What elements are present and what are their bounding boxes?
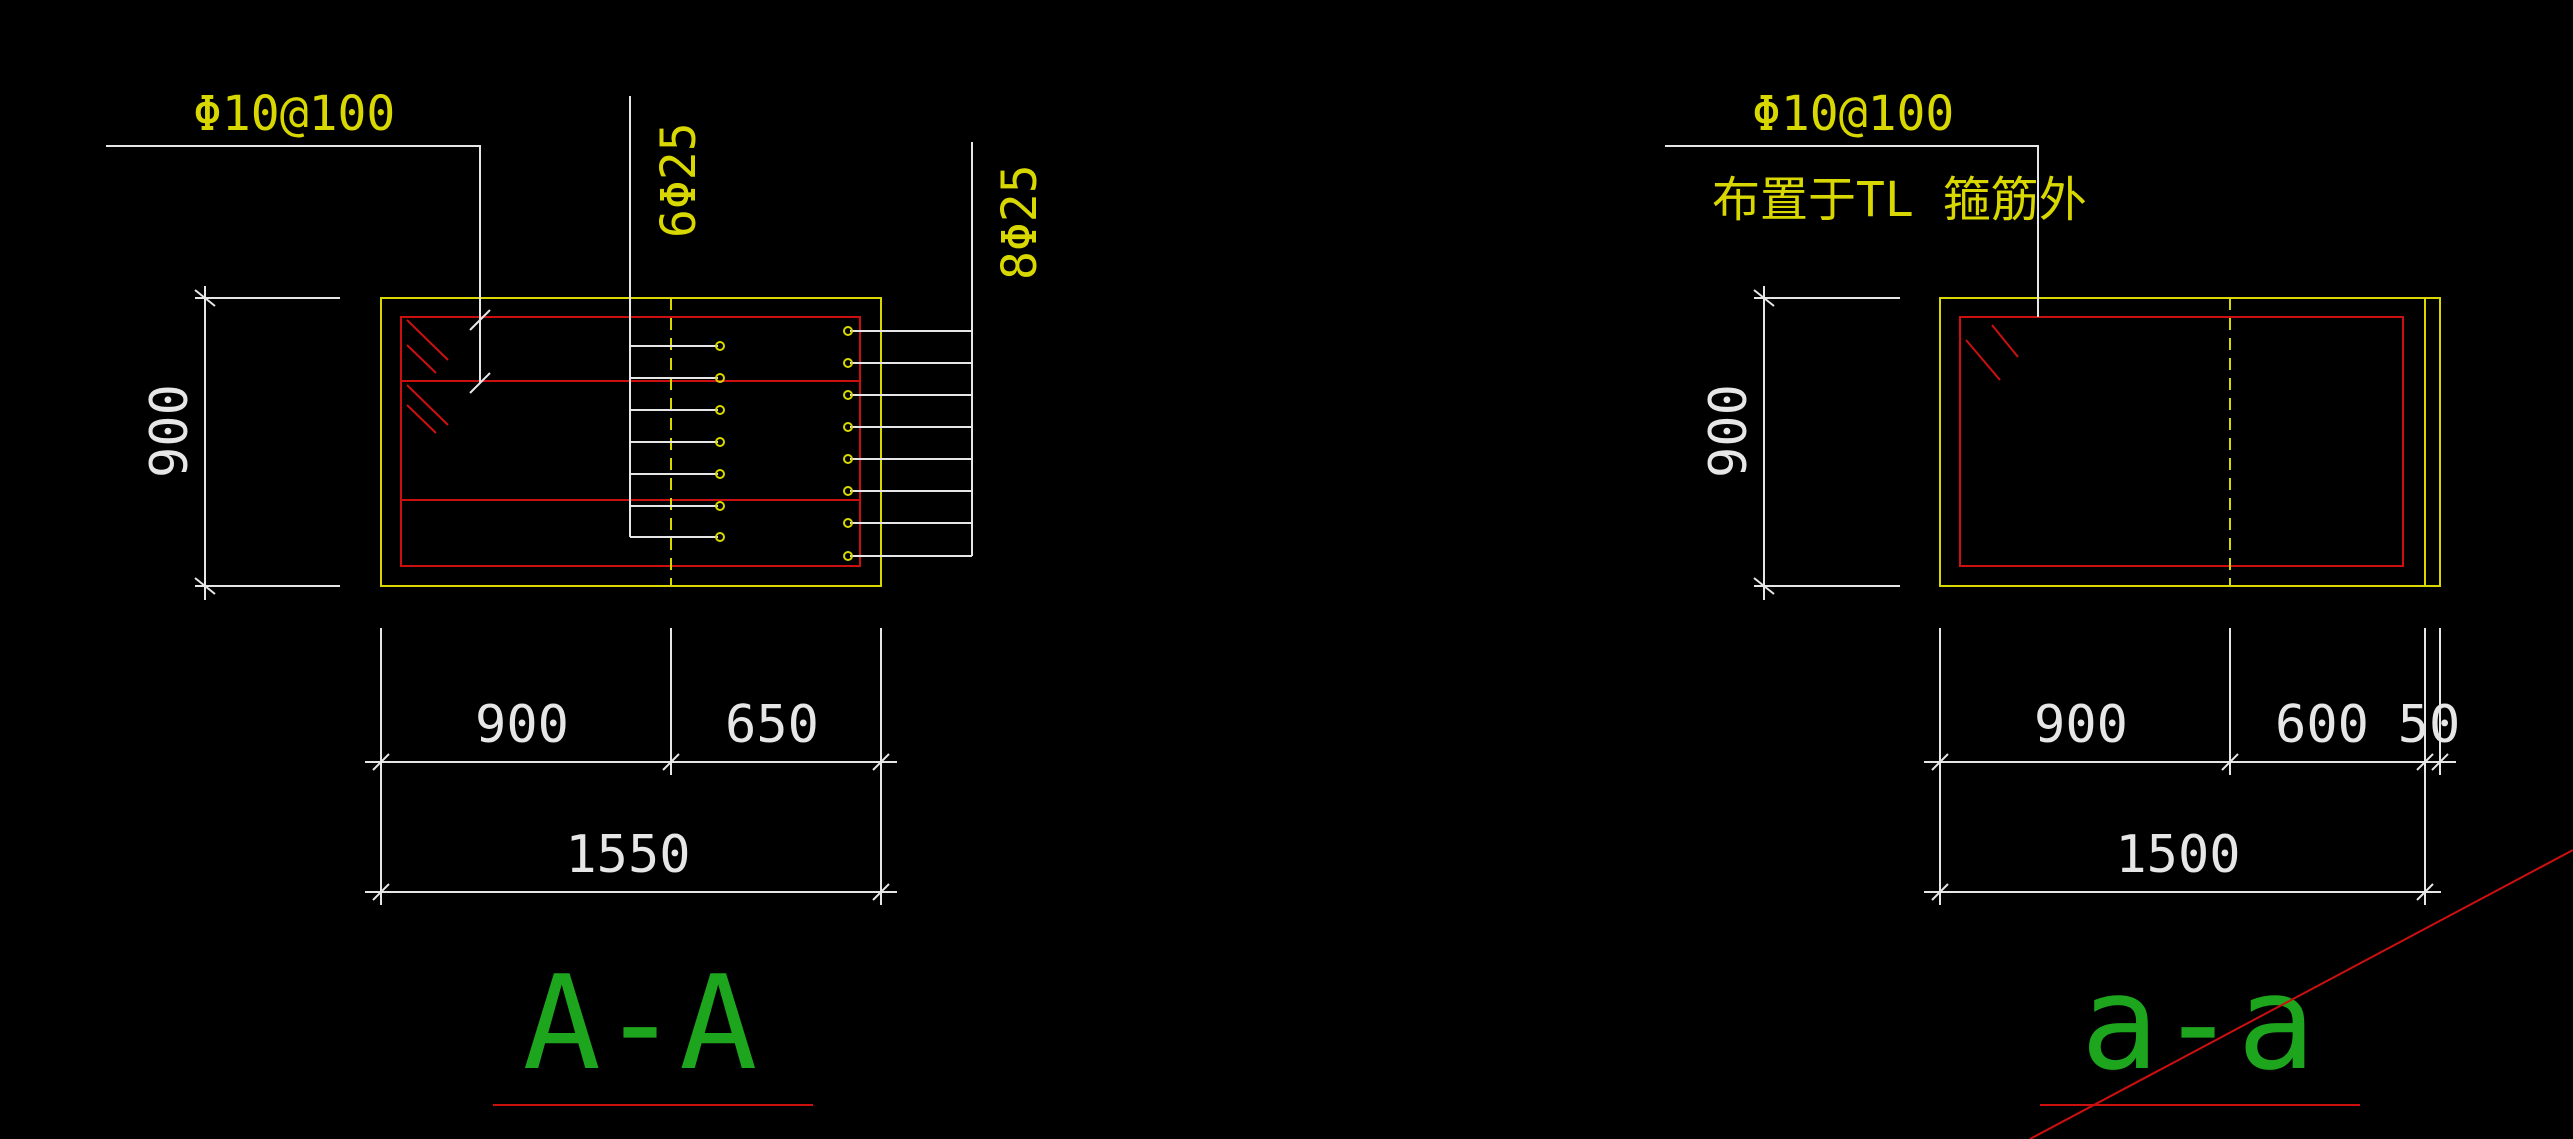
aa-stirrup-hooks bbox=[406, 319, 449, 434]
section-a-small: Φ10@100 布置于TL 箍筋外 900 900 600 bbox=[1665, 86, 2461, 1106]
a-width-dimensions bbox=[1924, 628, 2456, 905]
aa-total-dim-text: 1550 bbox=[565, 825, 690, 885]
aa-inner-bars bbox=[715, 341, 725, 542]
aa-outer-bars bbox=[843, 326, 853, 561]
aa-right-dim-text: 650 bbox=[725, 695, 819, 755]
a-height-dim-text: 900 bbox=[1699, 384, 1759, 478]
a-stirrup-outline bbox=[1959, 316, 2404, 567]
a-stirrup-note: Φ10@100 bbox=[1752, 86, 1954, 142]
aa-inner-bar-leaders bbox=[629, 96, 718, 538]
aa-inner-bars-note: 6Φ25 bbox=[651, 122, 707, 238]
aa-section-title: A-A bbox=[523, 947, 758, 1099]
section-aa: Φ10@100 6Φ25 bbox=[106, 86, 1048, 1106]
a-height-dimension bbox=[1753, 286, 1900, 600]
a-placement-note: 布置于TL 箍筋外 bbox=[1712, 172, 2087, 228]
aa-stirrup-note: Φ10@100 bbox=[193, 86, 395, 142]
aa-left-dim-text: 900 bbox=[475, 695, 569, 755]
a-right-dim-text: 50 bbox=[2398, 695, 2461, 755]
diagonal-reference-line bbox=[2029, 849, 2573, 1139]
aa-outer-bar-leaders bbox=[850, 142, 973, 557]
a-concrete-outline bbox=[1939, 297, 2441, 587]
aa-height-dimension bbox=[194, 286, 340, 600]
a-stirrup-hooks bbox=[1965, 324, 2019, 381]
a-left-dim-text: 900 bbox=[2034, 695, 2128, 755]
a-section-title: a-a bbox=[2081, 947, 2316, 1099]
a-total-dim-text: 1500 bbox=[2115, 825, 2240, 885]
a-stirrup-leader bbox=[1665, 145, 2039, 317]
aa-width-dimensions bbox=[365, 628, 897, 905]
a-middle-dim-text: 600 bbox=[2275, 695, 2369, 755]
aa-outer-bars-note: 8Φ25 bbox=[992, 164, 1048, 280]
aa-stirrup-leader bbox=[106, 145, 491, 394]
aa-height-dim-text: 900 bbox=[140, 384, 200, 478]
